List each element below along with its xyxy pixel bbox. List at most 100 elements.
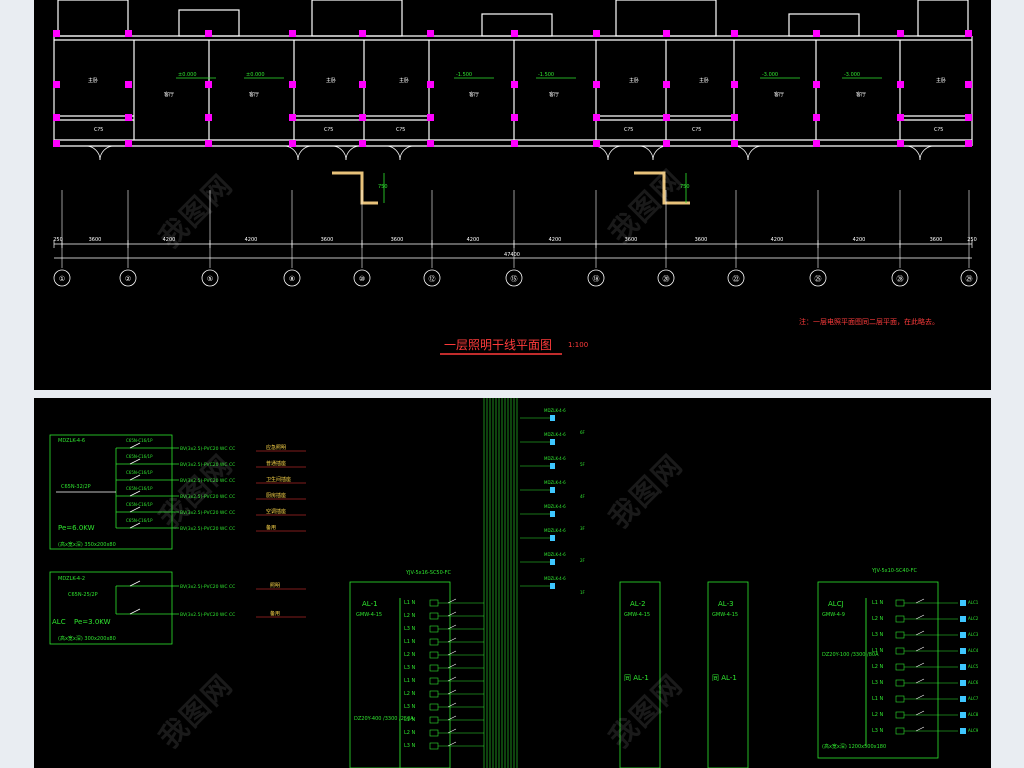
axis-label: ⑱ [593,275,600,283]
axis-label: ⑫ [429,275,436,283]
output-label: ALC6 [968,680,979,685]
axis-label: ⑩ [359,275,365,283]
dimension-label: 250 [53,237,63,243]
axis-label: ⑮ [511,275,518,283]
door-swings [85,145,935,161]
column [593,30,600,37]
column [813,140,820,147]
meter-box [895,727,905,735]
meter-box [429,625,439,633]
switch-symbol [915,678,925,684]
switch-symbol [447,663,457,669]
riser-floor: 2F [580,558,586,563]
switch-symbol [447,650,457,656]
switch-symbol [129,580,141,587]
stair-dimension [383,173,687,203]
room-label: 主卧 [326,77,336,84]
axis-bubble [657,269,675,287]
breaker-label: C65N-C16/1P [126,438,153,443]
column [965,30,972,37]
axis-bubble [353,269,371,287]
output-label: ALC5 [968,664,979,669]
room-label: 主卧 [699,77,709,84]
axis-label: ㉕ [815,275,822,283]
box2-label: ALC [52,618,66,626]
output-label: ALC9 [968,728,979,733]
column [427,140,434,147]
output-box [960,664,966,670]
switch-symbol [129,608,141,615]
switch-symbol [129,442,141,449]
output-box [960,696,966,702]
al1-feeder: YJV-5x16-SC50-FC [405,570,451,576]
meter-box [429,664,439,672]
al3-same-as: 同 AL-1 [712,674,737,682]
column [53,114,60,121]
riser-tag: MDZLK-4-6 [544,456,566,461]
column [427,81,434,88]
al1-model: GMW-4-15 [356,612,382,618]
column [593,114,600,121]
dimension-label: 4200 [467,237,480,243]
riser-tag: MDZLK-4-6 [544,504,566,509]
meter-box [895,663,905,671]
box1-power: Pe=6.0KW [58,524,95,532]
system-diagram-drawing: MDZLK-4-6 C65N-32/2P Pe=6.0KW (高x宽x深) 35… [49,398,979,768]
axis-label: ① [59,275,65,283]
circuit-label: BV(3x2.5)-PVC20 WC CC [180,446,235,452]
column [511,81,518,88]
meter-box [429,651,439,659]
switch-symbol [447,611,457,617]
column [205,30,212,37]
distribution-box-1 [49,434,173,550]
al2-name: AL-2 [630,600,646,608]
axis-label: ⑧ [289,275,295,283]
riser-floor: 1F [580,590,586,595]
dimension-label: 4200 [853,237,866,243]
switch-symbol [447,689,457,695]
riser-tag: MDZLK-4-6 [544,528,566,533]
row-label: L1 N [404,678,416,684]
riser-box [550,487,555,493]
distribution-box-2 [49,571,173,645]
load-label: 备用 [266,524,276,531]
row-label: L3 N [872,728,884,734]
row-label: L2 N [404,652,416,658]
riser-box [550,439,555,445]
room-label: 客厅 [774,91,784,98]
row-label: L1 N [404,639,416,645]
level-value: -3.000 [762,72,778,78]
door-tag: C?5 [324,127,333,133]
row-label: L2 N [404,691,416,697]
al3-model: GMW-4-15 [712,612,738,618]
meter-box [429,703,439,711]
load-label: 厨房插座 [266,492,286,499]
meter-box [429,690,439,698]
load-label: 空调插座 [266,508,286,515]
level-value: -1.500 [538,72,554,78]
column [53,30,60,37]
riser-floor: 5F [580,462,586,467]
output-box [960,600,966,606]
row-label: L3 N [872,632,884,638]
meter-box [429,612,439,620]
column [125,30,132,37]
axis-bubble [283,269,301,287]
axis-bubble [960,269,978,287]
riser-floor: 3F [580,526,586,531]
switch-symbol [915,630,925,636]
switch-symbol [129,474,141,481]
column [897,30,904,37]
column [205,114,212,121]
output-box [960,728,966,734]
column [427,114,434,121]
row-label: L3 N [404,743,416,749]
column [289,81,296,88]
riser-box [550,559,555,565]
axis-label: ⑳ [663,275,670,283]
axis-label: ㉙ [966,275,973,283]
